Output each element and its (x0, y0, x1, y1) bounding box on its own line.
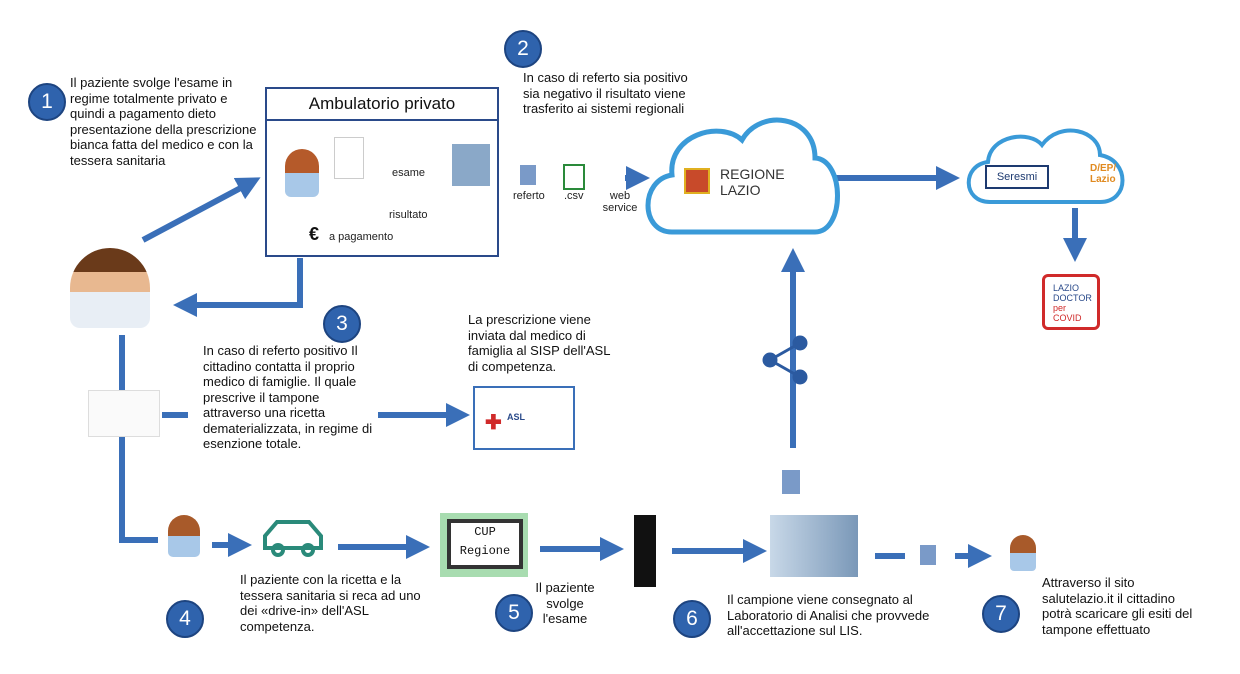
web-service-label: web service (602, 190, 638, 214)
arrow-patient-to-ambulatorio (141, 177, 261, 243)
prescription-icon (334, 137, 364, 179)
ambulatorio-box: Ambulatorio privato esame risultato € a … (265, 87, 499, 257)
ambulatorio-title: Ambulatorio privato (267, 89, 497, 121)
patient-icon (285, 149, 319, 197)
csv-icon (563, 164, 585, 190)
lab-tubes-icon (770, 515, 858, 577)
asl-cross-icon: ✚ (485, 412, 502, 434)
step-5-badge: 5 (495, 594, 533, 632)
seresmi-box: Seresmi (985, 165, 1049, 189)
doctor-icon (70, 248, 150, 328)
step-5-text: Il paziente svolge l'esame (535, 580, 595, 626)
euro-icon: € (309, 224, 320, 244)
document-icon (920, 545, 936, 565)
step-4-badge: 4 (166, 600, 204, 638)
csv-label: .csv (564, 190, 584, 202)
patient-icon (168, 515, 200, 557)
document-icon (782, 470, 800, 494)
prescription-document-icon (88, 390, 160, 437)
patient-icon (1010, 535, 1036, 571)
lab-icon (452, 144, 490, 186)
pagamento-label: a pagamento (329, 231, 394, 243)
step-3-badge: 3 (323, 305, 361, 343)
regione-lazio-logo (684, 168, 710, 194)
referto-label: referto (513, 190, 545, 202)
step-6-badge: 6 (673, 600, 711, 638)
swab-icon (634, 515, 656, 587)
car-icon (263, 520, 323, 557)
step-2-text: In caso di referto sia positivo sia nega… (523, 70, 688, 116)
share-icon (762, 335, 808, 385)
esame-label: esame (392, 167, 426, 179)
line-doctor-down (119, 335, 158, 543)
regione-cloud (645, 117, 840, 235)
risultato-label: risultato (389, 209, 428, 221)
arrow-ambulatorio-to-doctor (173, 258, 303, 317)
step-2-badge: 2 (504, 30, 542, 68)
step-4-text: Il paziente con la ricetta e la tessera … (240, 572, 421, 634)
asl-box: ✚ ASL (473, 386, 575, 450)
step-3-text: In caso di referto positivo Il cittadino… (203, 343, 373, 451)
asl-note: La prescrizione viene inviata dal medico… (468, 312, 610, 374)
step-7-badge: 7 (982, 595, 1020, 633)
dep-lazio-logo: D/EP/Lazio (1090, 163, 1117, 185)
step-1-badge: 1 (28, 83, 66, 121)
step-6-text: Il campione viene consegnato al Laborato… (727, 592, 930, 638)
step-1-text: Il paziente svolge l'esame in regime tot… (70, 75, 257, 168)
referto-icon (520, 165, 536, 185)
step-7-text: Attraverso il sito salutelazio.it il cit… (1042, 575, 1193, 637)
